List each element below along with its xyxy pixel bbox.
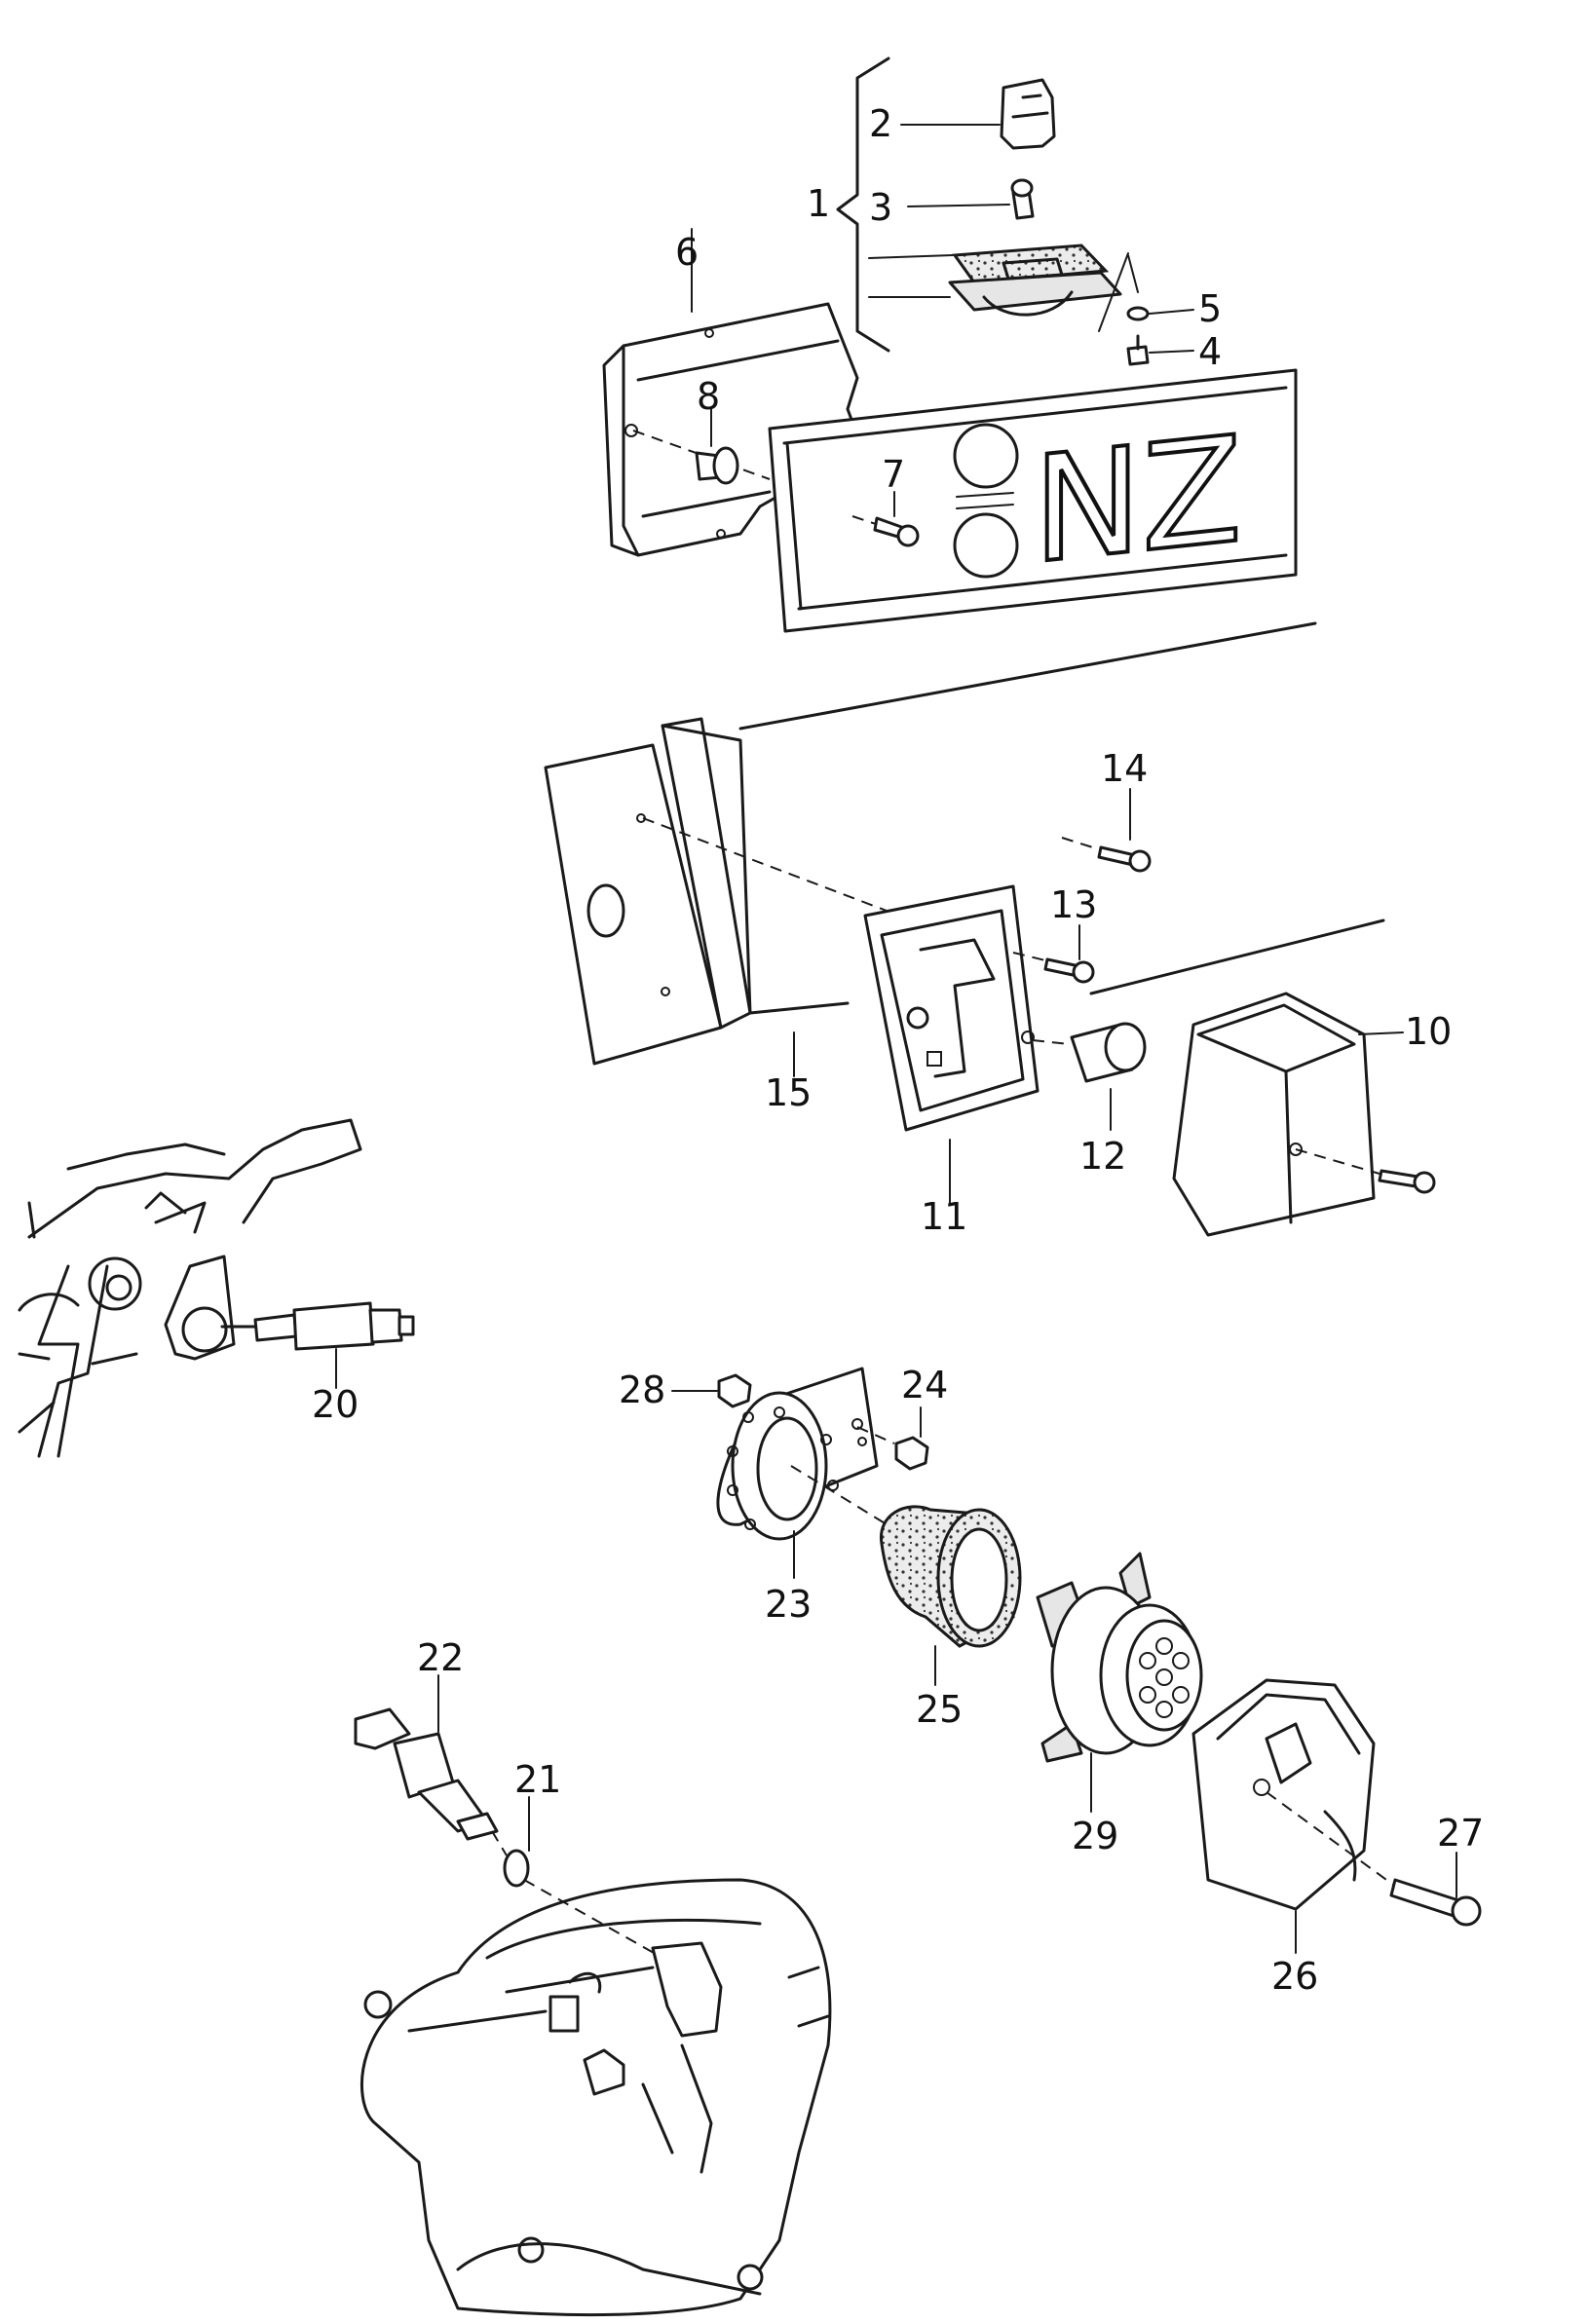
licence-plate-light-group <box>836 56 1194 366</box>
bulb-part-3 <box>1010 178 1035 220</box>
plate-text: NZ <box>1033 404 1242 596</box>
callout-2: 2 <box>869 102 892 145</box>
callout-22: 22 <box>417 1636 464 1679</box>
callout-25: 25 <box>916 1688 963 1731</box>
callout-12: 12 <box>1079 1135 1126 1178</box>
nut-part-28 <box>671 1373 752 1408</box>
sender-part-22 <box>354 1674 499 1841</box>
tail-light-lens-part-10 <box>1172 992 1404 1237</box>
callout-7: 7 <box>882 453 905 496</box>
callout-24: 24 <box>901 1364 948 1406</box>
screw-part-10-fixing <box>1295 1148 1436 1194</box>
tail-light-housing-part-11 <box>863 884 1040 1204</box>
pedal-assembly <box>18 1118 362 1458</box>
callout-5: 5 <box>1198 287 1222 330</box>
mounting-plate-part-23 <box>716 1367 879 1579</box>
screw-part-7 <box>851 491 920 547</box>
screw-part-14 <box>1061 788 1152 873</box>
callout-14: 14 <box>1101 747 1148 790</box>
callout-1: 1 <box>807 182 830 225</box>
screw-part-4 <box>1126 334 1150 366</box>
rear-bumper <box>544 621 1385 1066</box>
bulb-part-12 <box>1032 1022 1147 1131</box>
callout-27: 27 <box>1437 1812 1484 1855</box>
callout-26: 26 <box>1271 1955 1318 1998</box>
callout-6: 6 <box>675 231 699 274</box>
screw-part-13 <box>1012 924 1095 984</box>
callout-15: 15 <box>765 1071 812 1114</box>
callout-28: 28 <box>619 1368 665 1411</box>
cover-part-26 <box>1191 1678 1376 1954</box>
seal-part-25 <box>790 1465 1022 1686</box>
bulb-holder-part-2 <box>1000 78 1056 150</box>
washer-part-21 <box>491 1796 663 1959</box>
callout-11: 11 <box>921 1195 967 1238</box>
callout-10: 10 <box>1405 1010 1452 1053</box>
washer-part-5 <box>1126 306 1150 321</box>
callout-labels: 1 2 3 4 5 6 7 8 10 11 12 13 14 15 20 21 … <box>312 102 1484 1998</box>
callout-21: 21 <box>514 1758 561 1801</box>
brake-light-switch-part-20 <box>220 1301 415 1389</box>
callout-4: 4 <box>1198 330 1222 373</box>
callout-3: 3 <box>869 186 892 229</box>
nut-part-24 <box>856 1406 929 1471</box>
screw-part-27 <box>1266 1791 1482 1927</box>
callout-20: 20 <box>312 1383 359 1426</box>
gearbox-housing <box>359 1878 832 2317</box>
licence-light-lens <box>948 244 1122 317</box>
socket-part-29 <box>1036 1552 1203 1813</box>
callout-29: 29 <box>1072 1815 1118 1857</box>
bolt-part-8 <box>632 408 771 485</box>
callout-8: 8 <box>697 375 720 418</box>
licence-plate: NZ <box>768 368 1298 633</box>
callout-23: 23 <box>765 1583 812 1626</box>
callout-13: 13 <box>1050 883 1097 926</box>
